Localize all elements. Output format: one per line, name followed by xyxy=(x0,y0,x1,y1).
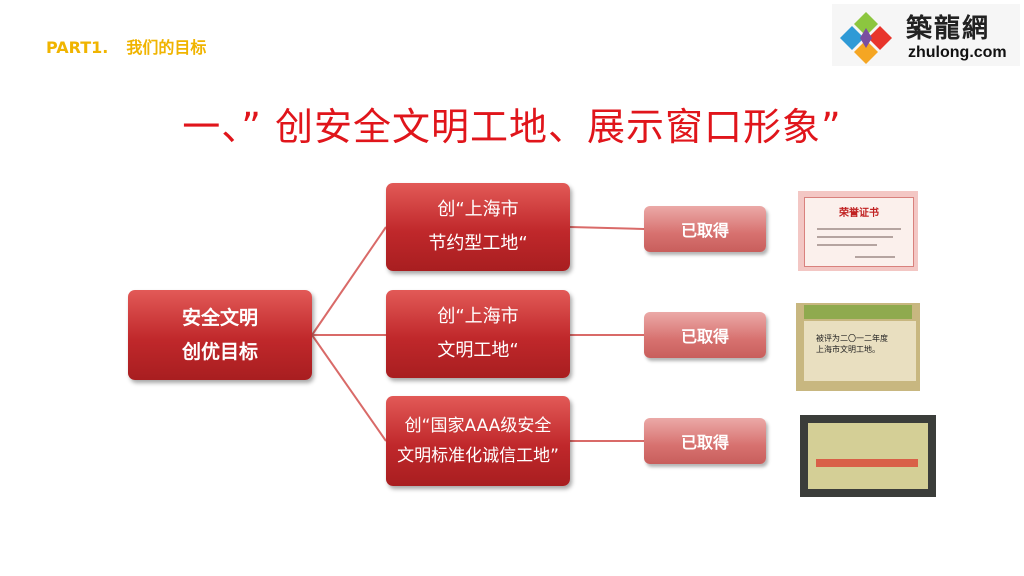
goal-box-3: 创“国家AAA级安全 文明标准化诚信工地” xyxy=(386,396,570,486)
status-badge-1: 已取得 xyxy=(644,206,766,252)
goal-3-line-1: 创“国家AAA级安全 xyxy=(405,411,552,441)
root-line-1: 安全文明 xyxy=(182,301,258,335)
connector-root-branch-1 xyxy=(312,227,386,335)
connector-root-branch-3 xyxy=(312,335,386,441)
certificate-2-text: 被评为二〇一二年度 上海市文明工地。 xyxy=(816,333,888,355)
certificate-1-title: 荣誉证书 xyxy=(805,204,913,219)
certificate-image-2: 被评为二〇一二年度 上海市文明工地。 xyxy=(796,303,920,391)
goal-2-line-1: 创“上海市 xyxy=(437,300,518,334)
goal-1-line-2: 节约型工地“ xyxy=(428,227,527,261)
connector-branch-1-status xyxy=(570,227,644,229)
goal-2-line-2: 文明工地“ xyxy=(437,334,518,368)
root-line-2: 创优目标 xyxy=(182,335,258,369)
certificate-image-1: 荣誉证书 xyxy=(798,191,918,271)
status-badge-2: 已取得 xyxy=(644,312,766,358)
status-badge-3: 已取得 xyxy=(644,418,766,464)
certificate-2-line-1: 被评为二〇一二年度 xyxy=(816,333,888,344)
root-goal-box: 安全文明 创优目标 xyxy=(128,290,312,380)
goal-3-line-2: 文明标准化诚信工地” xyxy=(397,441,559,471)
certificate-2-line-2: 上海市文明工地。 xyxy=(816,344,888,355)
goal-1-line-1: 创“上海市 xyxy=(437,193,518,227)
goal-box-1: 创“上海市 节约型工地“ xyxy=(386,183,570,271)
certificate-image-3 xyxy=(800,415,936,497)
goal-box-2: 创“上海市 文明工地“ xyxy=(386,290,570,378)
